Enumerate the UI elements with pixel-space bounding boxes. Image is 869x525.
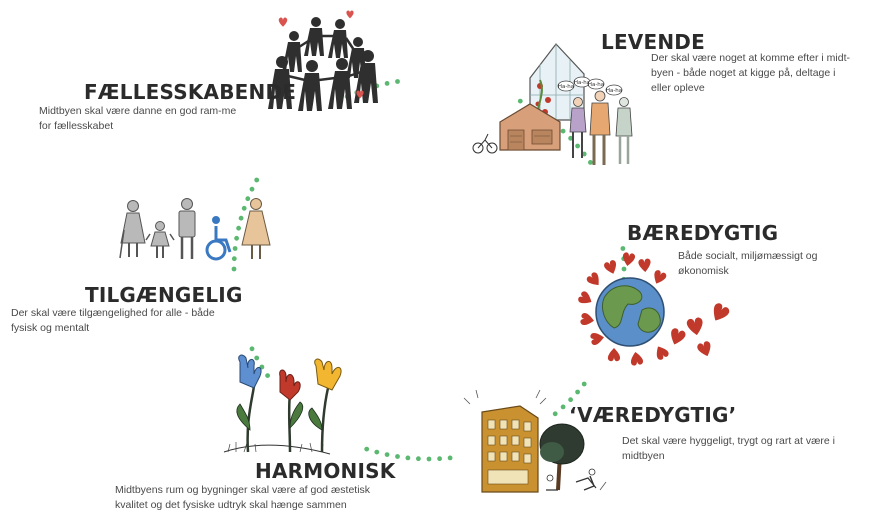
path-dot [395,454,400,459]
path-dot [560,404,566,410]
value-description: Der skal være noget at komme efter i mid… [651,52,850,94]
path-dot [426,456,432,462]
dotted-circle-path [231,79,627,462]
path-dot [575,143,580,149]
path-dot [232,246,238,251]
path-dot [581,381,587,387]
path-dot [405,455,411,461]
value-title: HARMONISK [255,459,396,483]
path-dot [568,135,573,141]
path-dot [249,186,255,192]
speech-bubble-text: Ha-ha [606,88,622,94]
value-title: BÆREDYGTIG [627,221,779,245]
path-dot [568,397,573,403]
path-dot [588,160,593,165]
speech-bubble-text: Ha-ha [574,80,590,86]
value-description: Der skal være tilgængelighed for alle - … [11,307,215,334]
value-title: ‘VÆREDYGTIG’ [569,403,737,427]
value-title: TILGÆNGELIG [85,283,243,307]
speech-bubbles: Ha-ha Ha-ha Ha-ha Ha-ha [557,76,623,96]
path-dot [265,373,270,378]
path-dot [552,411,558,417]
community-circle-icon [268,10,378,111]
path-dot [384,81,390,86]
path-dot [437,456,442,462]
people-accessibility-icon [119,198,271,261]
value-description: Det skal være hyggeligt, trygt og rart a… [622,435,835,462]
path-dot [249,346,255,352]
path-dot [231,256,237,262]
value-title: LEVENDE [601,30,705,54]
path-dot [231,266,237,272]
city-life-icon: Ha-ha Ha-ha Ha-ha Ha-ha [472,43,633,165]
path-dot [364,446,370,452]
path-dot [254,355,260,361]
value-description: Midtbyens rum og bygninger skal være af … [115,484,371,511]
path-dot [374,449,380,455]
path-dot [234,235,240,241]
path-dot [517,98,523,104]
speech-bubble-text: Ha-ha [558,84,574,90]
path-dot [395,79,400,84]
path-dot [384,452,390,457]
path-dot [241,205,247,211]
path-dot [447,455,453,461]
path-dot [245,196,251,202]
speech-bubble-text: Ha-ha [588,82,604,88]
path-dot [620,246,626,251]
path-dot [416,456,421,462]
path-dot [254,177,260,183]
path-dot [238,215,244,221]
earth-hearts-icon [576,251,731,367]
path-dot [236,225,242,231]
path-dot [575,389,580,395]
value-description: Midtbyen skal være danne en god ram-me f… [39,105,237,132]
flowers-icon [223,354,342,455]
path-dot [621,266,627,272]
building-tree-icon [463,389,607,493]
path-dot [560,128,566,134]
value-title: FÆLLESSKABENDE [84,80,297,104]
value-description: Både socialt, miljømæssigt og økonomisk [678,250,818,277]
